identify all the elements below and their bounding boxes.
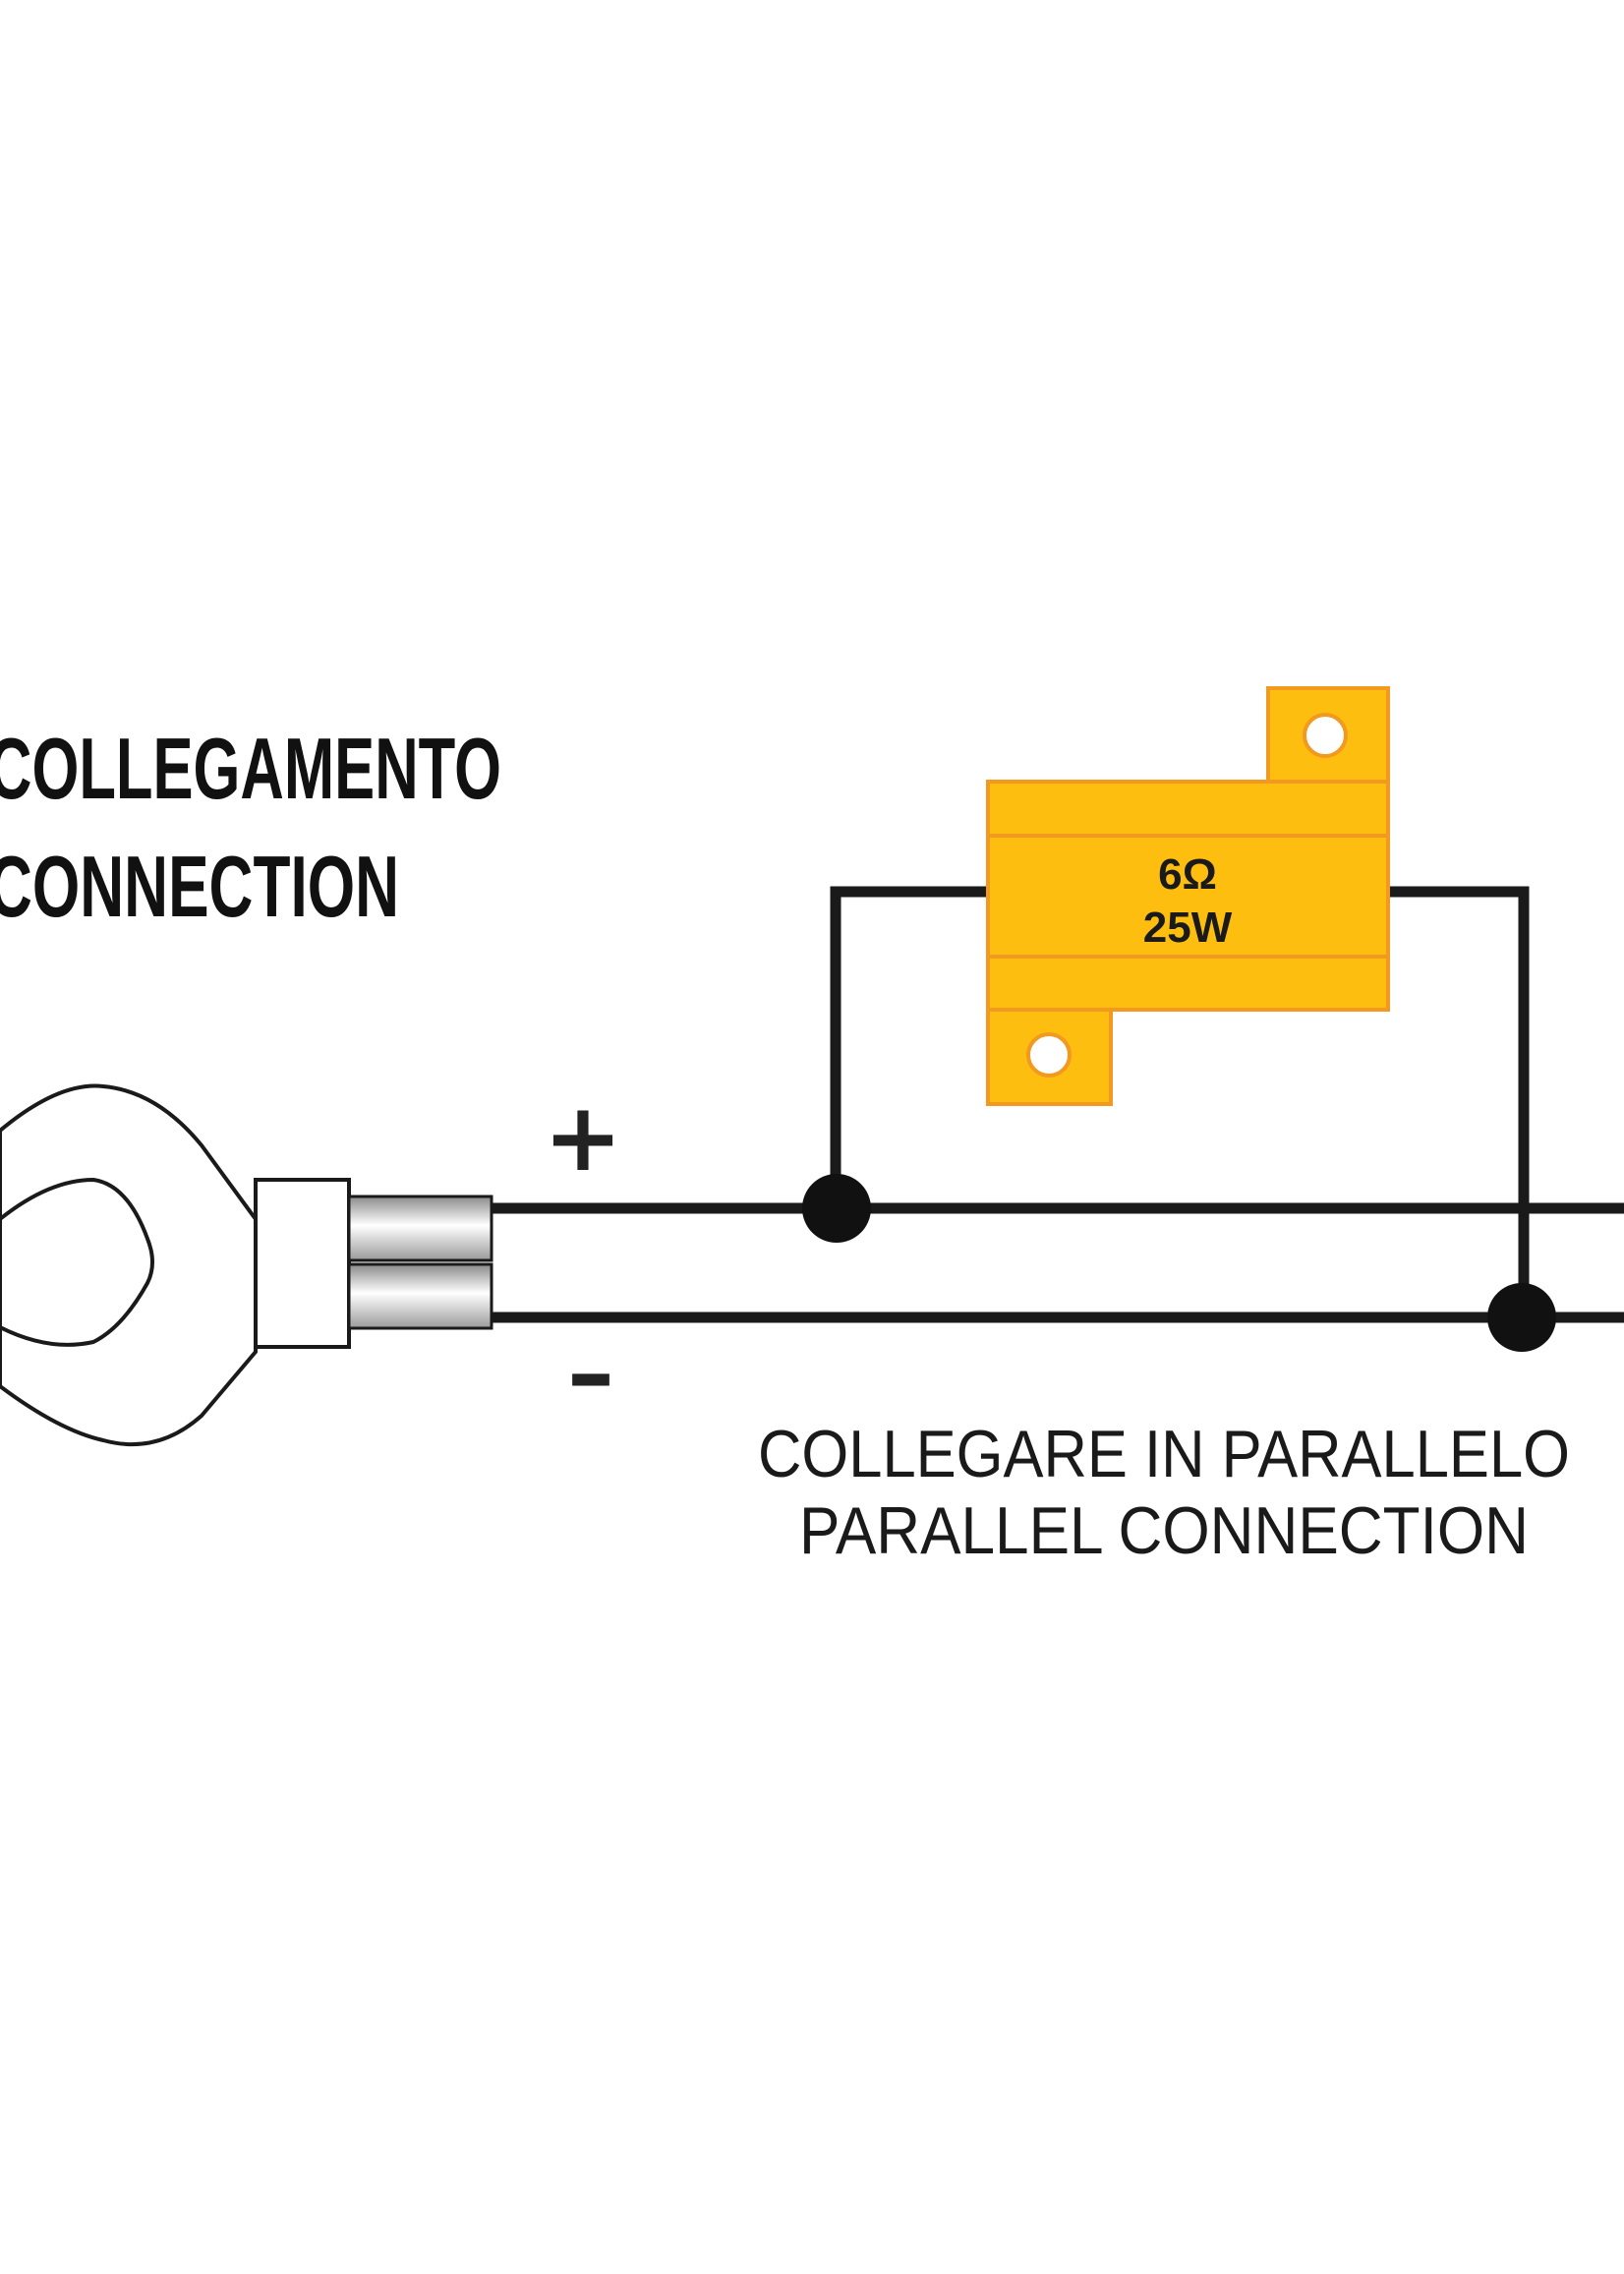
title-line-italian: COLLEGAMENTO [0,720,501,817]
resistor: 6Ω 25W [986,686,1390,1106]
wires [492,886,1624,1323]
mounting-hole-top [1303,713,1348,758]
resistor-lead-right [1388,886,1530,1317]
caption-line-italian: COLLEGARE IN PARALLELO [758,1417,1570,1491]
mounting-hole-bottom [1026,1032,1072,1078]
bulb-base [347,1195,493,1330]
resistor-resistance-label: 6Ω [1158,850,1217,899]
resistor-lead-left [830,886,988,1208]
resistor-power-label: 25W [1143,904,1233,952]
negative-label: – [567,1318,614,1429]
junction-node-positive [802,1174,871,1243]
caption-line-english: PARALLEL CONNECTION [799,1493,1529,1568]
title-line-english: CONNECTION [0,838,399,935]
junction-node-negative [1487,1283,1556,1352]
positive-label: + [544,1082,622,1193]
bulb-icon [0,1083,351,1447]
